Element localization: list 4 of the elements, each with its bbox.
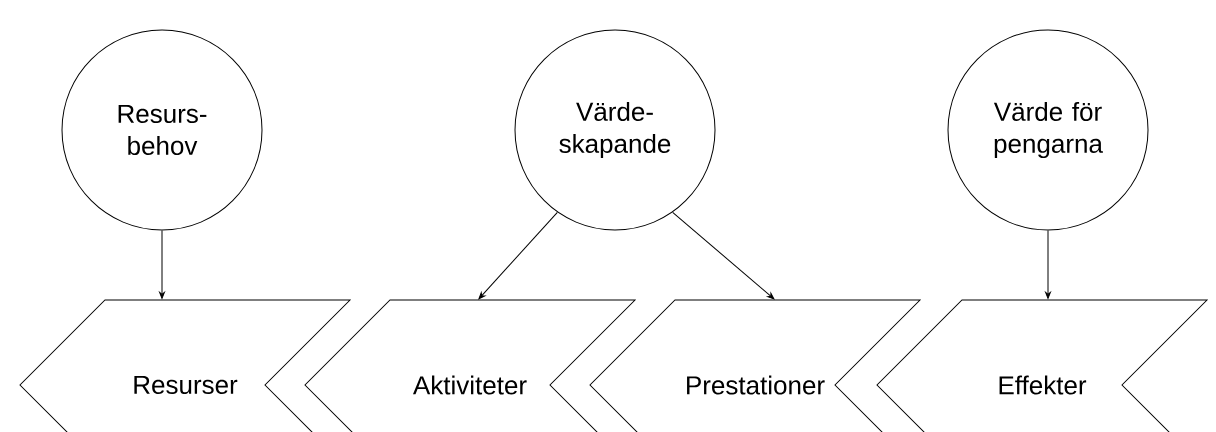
arrow [1045,230,1051,299]
arrow [159,230,165,299]
arrow [478,211,558,300]
arrow [672,211,775,300]
